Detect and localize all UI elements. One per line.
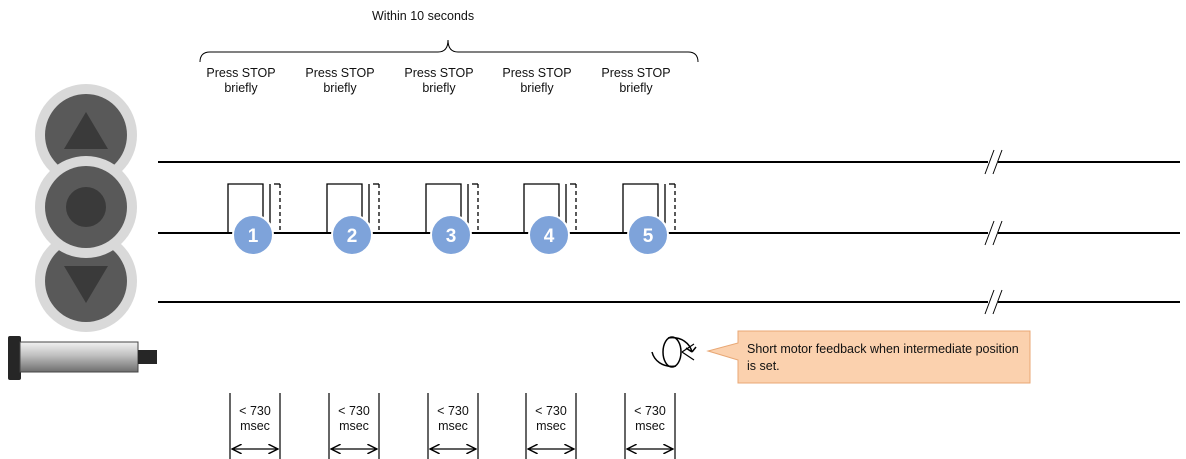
duration-markers (229, 393, 676, 459)
press-stop-label: Press STOP briefly (404, 66, 474, 95)
time-window-label: Within 10 seconds (372, 9, 475, 23)
duration-label: < 730 msec (437, 404, 469, 433)
press-number: 5 (643, 226, 654, 247)
up-button[interactable] (35, 84, 137, 186)
press-stop-label: Press STOP briefly (601, 66, 671, 95)
duration-label: < 730 msec (634, 404, 666, 433)
triangle-up-icon (64, 112, 108, 149)
press-number: 2 (347, 226, 358, 247)
press-pulses: 1 2 3 4 5 (227, 183, 676, 256)
down-button[interactable] (35, 230, 137, 332)
stop-button[interactable] (35, 156, 137, 258)
timeline-up (158, 149, 1180, 175)
duration-marker-4 (525, 393, 577, 459)
press-pulse-2: 2 (326, 183, 380, 256)
press-number-badge: 1 (232, 214, 274, 256)
time-window-brace (199, 39, 699, 63)
press-stop-label: Press STOP briefly (206, 66, 276, 95)
duration-marker-1 (229, 393, 281, 459)
press-number: 3 (446, 226, 457, 247)
press-number-badge: 2 (331, 214, 373, 256)
rotation-icon (651, 336, 697, 368)
duration-marker-2 (328, 393, 380, 459)
press-pulse-3: 3 (425, 183, 479, 256)
press-number: 1 (248, 226, 259, 247)
press-number-badge: 5 (627, 214, 669, 256)
timeline-stop (158, 220, 1180, 246)
callout-shape (706, 330, 1031, 384)
press-stop-label: Press STOP briefly (502, 66, 572, 95)
press-number-badge: 4 (528, 214, 570, 256)
duration-marker-3 (427, 393, 479, 459)
press-pulse-4: 4 (523, 183, 577, 256)
timeline-down (158, 289, 1180, 315)
press-pulse-1: 1 (227, 183, 281, 256)
press-number-badge: 3 (430, 214, 472, 256)
press-pulse-5: 5 (622, 183, 676, 256)
motor-feedback-callout: Short motor feedback when intermediate p… (747, 342, 1019, 373)
press-number: 4 (544, 226, 555, 247)
duration-label: < 730 msec (535, 404, 567, 433)
press-stop-label: Press STOP briefly (305, 66, 375, 95)
circle-icon (66, 187, 106, 227)
duration-label: < 730 msec (239, 404, 271, 433)
duration-label: < 730 msec (338, 404, 370, 433)
linear-actuator-icon (8, 336, 157, 380)
triangle-down-icon (64, 266, 108, 303)
duration-marker-5 (624, 393, 676, 459)
